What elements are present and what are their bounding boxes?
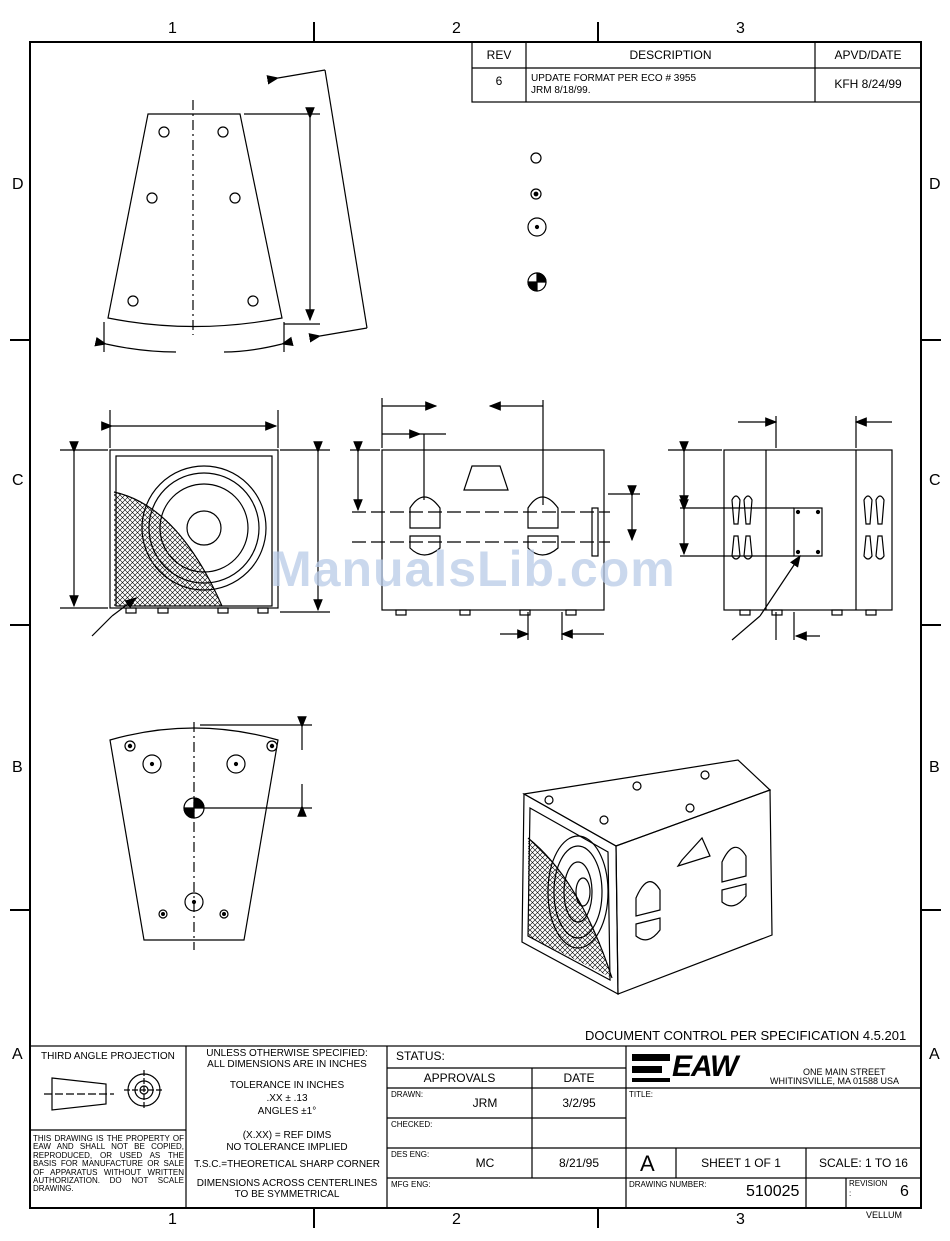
- approvals-header: APPROVALS: [423, 1071, 496, 1085]
- row-label-c-left: C: [12, 472, 24, 489]
- des-eng-role: DES ENG:: [391, 1150, 430, 1159]
- mfg-eng-role: MFG ENG:: [391, 1180, 431, 1189]
- row-label-d-right: D: [929, 176, 941, 193]
- revision-label: REVISION: [849, 1179, 888, 1188]
- drawn-name: JRM: [472, 1096, 498, 1110]
- column-label-1-bottom: 1: [168, 1211, 177, 1228]
- row-label-c-right: C: [929, 472, 941, 489]
- top-view: [94, 69, 368, 353]
- rev-description-line1: UPDATE FORMAT PER ECO # 3955: [531, 73, 697, 84]
- revision-label-colon: :: [849, 1189, 852, 1198]
- title-label: TITLE:: [629, 1090, 654, 1099]
- rear-view: [668, 416, 893, 641]
- drawing-number-label: DRAWING NUMBER:: [629, 1180, 707, 1189]
- row-label-d-left: D: [12, 176, 24, 193]
- rev-description-line2: JRM 8/18/99.: [531, 85, 591, 96]
- property-notice: THIS DRAWING IS THE PROPERTY OF EAW AND …: [33, 1134, 184, 1194]
- description-header: DESCRIPTION: [629, 48, 712, 62]
- des-eng-name: MC: [475, 1156, 495, 1170]
- column-label-1-top: 1: [168, 20, 177, 37]
- centerline-note-1: DIMENSIONS ACROSS CENTERLINES: [196, 1178, 378, 1189]
- column-label-2-bottom: 2: [452, 1211, 461, 1228]
- scale: SCALE: 1 TO 16: [819, 1156, 908, 1170]
- column-label-3-bottom: 3: [736, 1211, 745, 1228]
- tolerance-line2: ALL DIMENSIONS ARE IN INCHES: [207, 1059, 367, 1070]
- revision-value: 6: [900, 1183, 909, 1200]
- row-label-b-right: B: [929, 759, 940, 776]
- tsc-note: T.S.C.=THEORETICAL SHARP CORNER: [194, 1159, 380, 1170]
- company-address-1: ONE MAIN STREET: [803, 1067, 886, 1077]
- side-view: [350, 398, 640, 640]
- company-address-2: WHITINSVILLE, MA 01588 USA: [770, 1076, 900, 1086]
- ref-dims-line1: (X.XX) = REF DIMS: [242, 1130, 332, 1141]
- column-label-2-top: 2: [452, 20, 461, 37]
- column-label-3-top: 3: [736, 20, 745, 37]
- rev-approved-value: KFH 8/24/99: [834, 77, 902, 91]
- isometric-view: [521, 759, 773, 996]
- ref-dims-line2: NO TOLERANCE IMPLIED: [226, 1142, 348, 1153]
- checked-role: CHECKED:: [391, 1120, 433, 1129]
- title-block-grid: [29, 1045, 922, 1209]
- eaw-logo-mark: [632, 1054, 670, 1082]
- revision-block-grid: [471, 41, 922, 103]
- row-label-b-left: B: [12, 759, 23, 776]
- sheet-size: A: [640, 1151, 655, 1176]
- des-eng-date: 8/21/95: [558, 1156, 600, 1170]
- paper-label: VELLUM: [866, 1210, 903, 1220]
- drawing-number: 510025: [746, 1183, 800, 1200]
- approved-header: APVD/DATE: [834, 48, 902, 62]
- watermark: ManualsLib.com: [270, 541, 676, 597]
- hardware-symbols: [527, 152, 547, 292]
- company-logo: EAW: [672, 1050, 738, 1083]
- tolerance-linear: .XX ± .13: [266, 1093, 308, 1104]
- approvals-date-header: DATE: [563, 1071, 595, 1085]
- bottom-view: [109, 716, 312, 950]
- front-view: [60, 410, 330, 637]
- status-label: STATUS:: [396, 1049, 445, 1063]
- document-control-note: DOCUMENT CONTROL PER SPECIFICATION 4.5.2…: [585, 1028, 907, 1043]
- sheet-number: SHEET 1 OF 1: [701, 1156, 781, 1170]
- tolerance-line1: UNLESS OTHERWISE SPECIFIED:: [206, 1048, 368, 1059]
- drawn-date: 3/2/95: [562, 1096, 596, 1110]
- row-label-a-left: A: [12, 1046, 23, 1063]
- drawn-role: DRAWN:: [391, 1090, 424, 1099]
- centerline-note-2: TO BE SYMMETRICAL: [234, 1189, 340, 1200]
- row-label-a-right: A: [929, 1046, 940, 1063]
- rev-value: 6: [495, 74, 503, 88]
- projection-label: THIRD ANGLE PROJECTION: [41, 1051, 175, 1062]
- rev-header: REV: [486, 48, 512, 62]
- tolerance-label: TOLERANCE IN INCHES: [229, 1080, 345, 1091]
- projection-symbol: [44, 1070, 164, 1111]
- tolerance-angles: ANGLES ±1°: [257, 1106, 317, 1117]
